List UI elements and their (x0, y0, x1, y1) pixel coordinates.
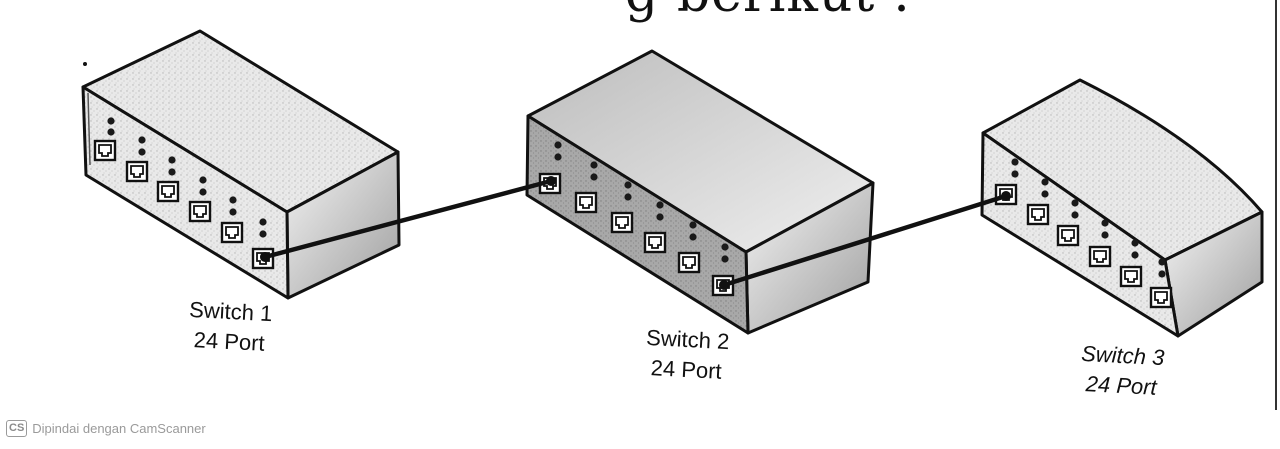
heading-fragment: g berikut : (625, 0, 911, 24)
switch-2-label: Switch 2 24 Port (621, 322, 754, 389)
switch-3-name: Switch 3 (1080, 340, 1165, 371)
camscanner-logo-icon: CS (6, 420, 28, 437)
cable-switch2-switch3 (719, 191, 1011, 290)
switch-3-label: Switch 3 24 Port (1061, 338, 1184, 404)
switch-1-label: Switch 1 24 Port (169, 294, 292, 360)
switch-1 (81, 29, 401, 300)
switch-3 (980, 78, 1264, 338)
switch-1-ports-text: 24 Port (193, 327, 266, 356)
stray-mark (83, 62, 87, 66)
cable-switch1-switch2 (260, 176, 556, 262)
camscanner-watermark: CS Dipindai dengan CamScanner (6, 420, 206, 437)
switch-2 (525, 49, 875, 335)
page-edge-line (1275, 0, 1277, 410)
watermark-text: Dipindai dengan CamScanner (32, 421, 206, 436)
switch-1-name: Switch 1 (188, 296, 273, 327)
switch-3-ports-text: 24 Port (1085, 371, 1158, 400)
